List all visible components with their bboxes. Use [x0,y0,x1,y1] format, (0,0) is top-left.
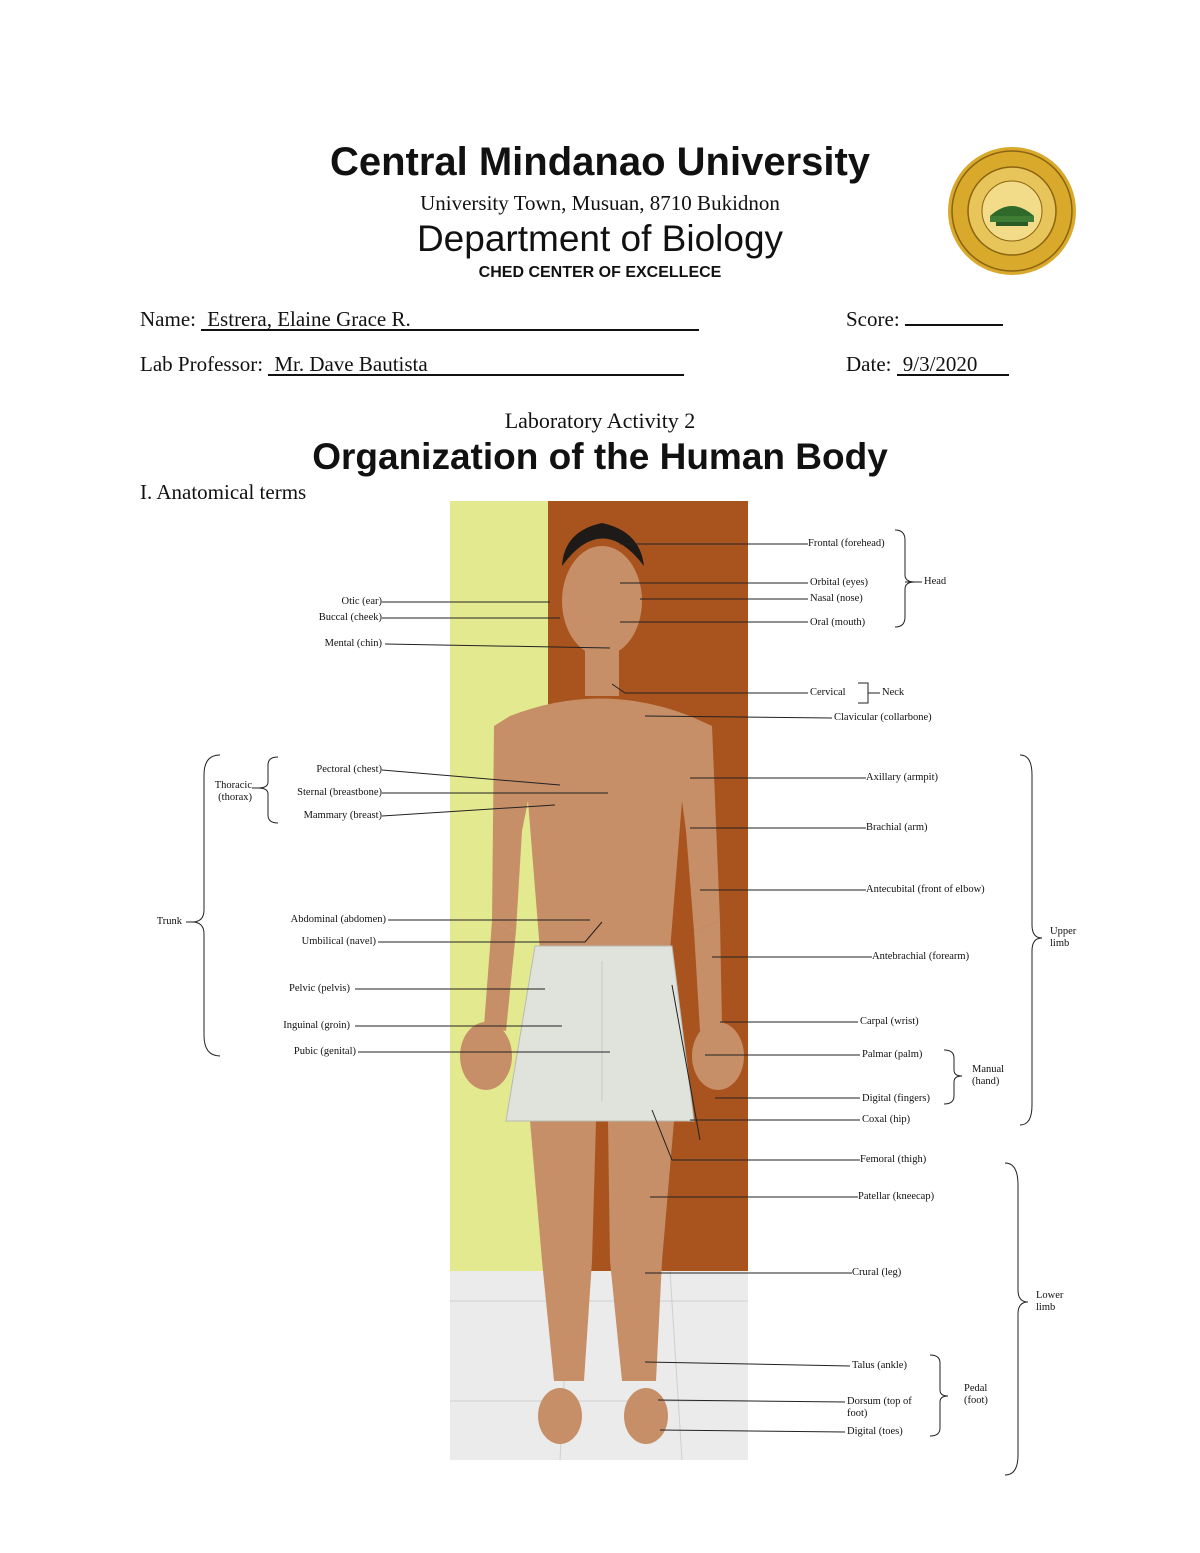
label-mammary: Mammary (breast) [303,810,382,821]
label-patellar: Patellar (kneecap) [858,1191,935,1202]
score-label: Score: [846,307,900,331]
professor-field: Lab Professor: Mr. Dave Bautista [140,352,685,377]
label-upper-limb: Upper limb [1050,926,1077,949]
label-digital-fingers: Digital (fingers) [862,1093,930,1104]
label-femoral: Femoral (thigh) [860,1154,927,1165]
body-photo [450,501,748,1460]
university-name: Central Mindanao University [329,140,871,184]
label-coxal: Coxal (hip) [862,1114,911,1125]
label-manual: Manual (hand) [972,1064,1005,1087]
label-orbital: Orbital (eyes) [810,577,869,588]
label-crural: Crural (leg) [852,1267,902,1278]
label-pectoral: Pectoral (chest) [316,764,382,775]
label-axillary: Axillary (armpit) [866,772,939,783]
label-neck: Neck [882,687,905,698]
professor-value: Mr. Dave Bautista [268,354,685,376]
label-otic: Otic (ear) [341,596,382,607]
label-sternal: Sternal (breastbone) [297,787,382,798]
label-frontal: Frontal (forehead) [808,538,885,549]
label-palmar: Palmar (palm) [862,1049,923,1060]
professor-label: Lab Professor: [140,352,264,376]
department-name: Department of Biology [416,218,784,259]
university-seal [948,147,1076,275]
label-dorsum: Dorsum (top of foot) [847,1396,912,1419]
score-value [904,324,1003,326]
label-head: Head [924,576,947,587]
label-antebrachial: Antebrachial (forearm) [872,951,970,962]
label-antecubital: Antecubital (front of elbow) [866,884,985,895]
label-clavicular: Clavicular (collarbone) [834,712,932,723]
date-field: Date: 9/3/2020 [846,352,1009,377]
label-mental: Mental (chin) [324,638,382,649]
activity-title: Organization of the Human Body [312,436,888,477]
label-lower-limb: Lower limb [1036,1290,1064,1313]
university-address: University Town, Musuan, 8710 Bukidnon [420,191,780,215]
label-pubic: Pubic (genital) [293,1046,356,1057]
label-cervical: Cervical [810,687,846,698]
label-buccal: Buccal (cheek) [318,612,382,623]
label-pelvic: Pelvic (pelvis) [289,983,350,994]
label-carpal: Carpal (wrist) [860,1016,919,1027]
label-inguinal: Inguinal (groin) [283,1020,350,1031]
section-heading: I. Anatomical terms [140,480,307,504]
label-thoracic: Thoracic (thorax) [214,780,252,803]
name-label: Name: [140,307,196,331]
ched-designation: CHED CENTER OF EXCELLECE [478,264,722,281]
label-pedal: Pedal (foot) [964,1383,988,1406]
label-talus: Talus (ankle) [852,1360,907,1371]
score-field: Score: [846,307,1003,332]
name-value: Estrera, Elaine Grace R. [201,309,700,331]
activity-number: Laboratory Activity 2 [504,408,696,433]
label-trunk: Trunk [156,916,182,927]
label-umbilical: Umbilical (navel) [301,936,376,947]
label-nasal: Nasal (nose) [810,593,863,604]
name-field: Name: Estrera, Elaine Grace R. [140,307,700,332]
label-abdominal: Abdominal (abdomen) [290,914,386,925]
date-value: 9/3/2020 [896,354,1009,376]
date-label: Date: [846,352,892,376]
label-digital-toes: Digital (toes) [847,1426,903,1437]
label-brachial: Brachial (arm) [866,822,928,833]
label-oral: Oral (mouth) [810,617,866,628]
